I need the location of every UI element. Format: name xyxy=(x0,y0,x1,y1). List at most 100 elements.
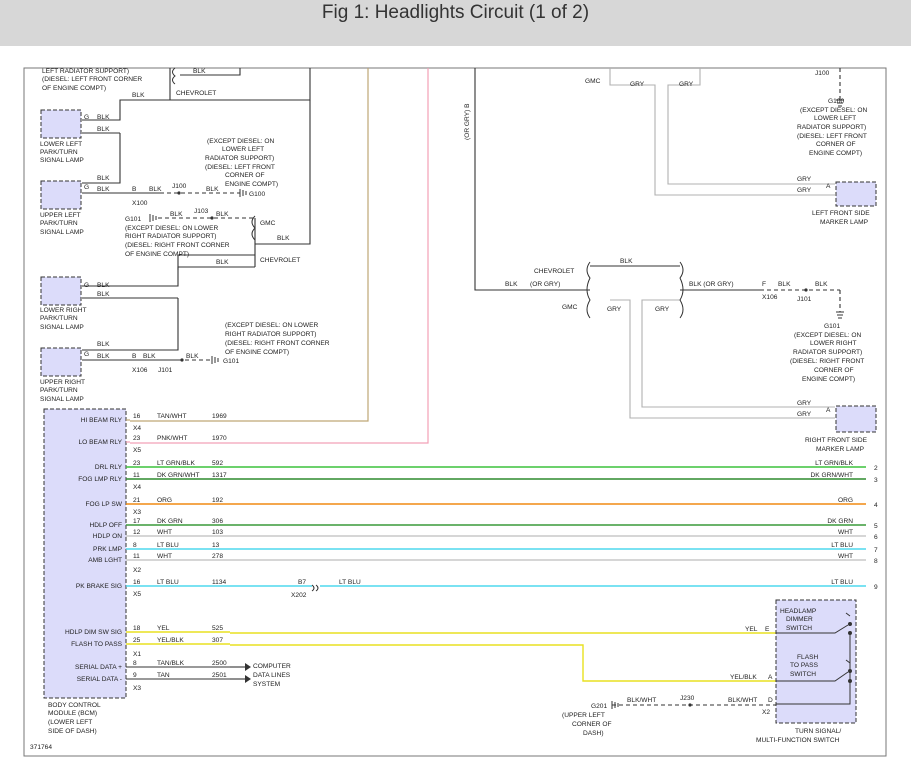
splice-label: J230 xyxy=(680,695,695,702)
ground-note: (EXCEPT DIESEL: ON xyxy=(207,138,275,145)
connector-label: X2 xyxy=(762,709,770,716)
system-label: SYSTEM xyxy=(253,681,280,688)
wire-color-label: WHT xyxy=(157,529,172,536)
wire-color-label: DK GRN/WHT xyxy=(157,472,200,479)
lower-left-lamp xyxy=(40,109,82,139)
wire-label: BLK xyxy=(193,68,206,75)
system-label: DATA LINES xyxy=(253,672,291,679)
lower-right-lamp xyxy=(40,276,82,306)
switch-name: TURN SIGNAL/ xyxy=(795,728,841,735)
pin-number: 8 xyxy=(133,542,137,549)
connector-label: X106 xyxy=(762,294,778,301)
ground-note: ENGINE COMPT) xyxy=(225,181,278,188)
circuit-number: 278 xyxy=(212,553,223,560)
upper-left-lamp xyxy=(40,180,82,210)
tan-wire xyxy=(130,68,369,422)
lamp-label: UPPER LEFT xyxy=(40,212,81,219)
splice-dot xyxy=(804,288,808,292)
bcm-pin-label: AMB LGHT xyxy=(88,557,122,564)
turn-signal-multifunction-switch xyxy=(775,599,857,724)
wire-label: BLK xyxy=(97,175,110,182)
wire-color-label: YEL/BLK xyxy=(157,637,184,644)
bcm-pin-label: DRL RLY xyxy=(95,464,123,471)
wire-dest-label: DK GRN xyxy=(827,518,853,525)
wire-color-label: TAN xyxy=(157,672,170,679)
connector-label: X4 xyxy=(133,425,141,432)
ref-number: 5 xyxy=(874,523,878,530)
circuit-number: 1317 xyxy=(212,472,227,479)
wire-label: BLK xyxy=(620,258,633,265)
switch-label: SWITCH xyxy=(790,671,816,678)
yel-blk-wire xyxy=(230,644,776,682)
wire-dest-label: DK GRN/WHT xyxy=(811,472,854,479)
connector-label: X1 xyxy=(133,651,141,658)
ground-note: (DIESEL: LEFT FRONT xyxy=(205,164,275,171)
circuit-number: 103 xyxy=(212,529,223,536)
ground-note: RADIATOR SUPPORT) xyxy=(205,155,274,162)
ground-note: RADIATOR SUPPORT) xyxy=(793,349,862,356)
diagram-frame xyxy=(23,67,887,757)
splice-dot xyxy=(688,703,692,707)
ref-number: 7 xyxy=(874,547,878,554)
pin-label: G xyxy=(84,351,89,358)
splice-label: J103 xyxy=(194,208,209,215)
wire-label: GRY xyxy=(797,400,812,407)
pin-number: 11 xyxy=(133,553,140,560)
ref-number: 9 xyxy=(874,584,878,591)
ground-note: OF ENGINE COMPT) xyxy=(225,349,289,356)
wire-label: BLK xyxy=(97,126,110,133)
ground-note: DASH) xyxy=(583,730,604,737)
wire-label: BLK xyxy=(277,235,290,242)
bcm-pin-label: SERIAL DATA - xyxy=(77,676,122,683)
ref-number: 4 xyxy=(874,502,878,509)
ground-note: ENGINE COMPT) xyxy=(809,150,862,157)
wire-color-label: ORG xyxy=(157,497,172,504)
pin-label: B xyxy=(132,353,137,360)
splice-label: J101 xyxy=(797,296,812,303)
ground-note: (DIESEL: RIGHT FRONT xyxy=(790,358,864,365)
wire-label: BLK xyxy=(132,92,145,99)
ref-number: 8 xyxy=(874,558,878,565)
wire-label: YEL/BLK xyxy=(730,674,757,681)
splice-dot xyxy=(180,358,184,362)
splice-dot xyxy=(210,216,214,220)
ref-number: 6 xyxy=(874,534,878,541)
ground-label: G101 xyxy=(125,216,141,223)
wire-label: BLK xyxy=(505,281,518,288)
pin-number: 16 xyxy=(133,413,141,420)
ground-note: LOWER LEFT xyxy=(222,146,264,153)
wire-label: GRY xyxy=(797,187,812,194)
wire-color-label: LT BLU xyxy=(157,542,179,549)
bcm-pin-label: HDLP OFF xyxy=(90,522,123,529)
connector-label: X202 xyxy=(291,592,307,599)
wire-color-label: DK GRN xyxy=(157,518,183,525)
bcm-label: SIDE OF DASH) xyxy=(48,728,97,735)
ground-note: RIGHT RADIATOR SUPPORT) xyxy=(125,233,216,240)
arrow-head xyxy=(245,663,251,671)
inline-connector xyxy=(311,584,319,592)
bcm-pin-label: HDLP ON xyxy=(93,533,122,540)
pin-number: 17 xyxy=(133,518,141,525)
pin-label: G xyxy=(84,282,89,289)
ground-label: G201 xyxy=(591,703,607,710)
ground-note: (DIESEL: LEFT FRONT xyxy=(797,133,867,140)
bcm-pin-label: FLASH TO PASS xyxy=(71,641,123,648)
pin-number: 25 xyxy=(133,637,141,644)
circuit-number: 192 xyxy=(212,497,223,504)
ground-note: (EXCEPT DIESEL: ON xyxy=(794,332,862,339)
lamp-label: LEFT FRONT SIDE xyxy=(812,210,870,217)
wire-label: BLK/WHT xyxy=(627,697,656,704)
wire-label: GRY xyxy=(679,81,694,88)
left-front-side-marker-lamp xyxy=(835,181,877,207)
wire-label: BLK xyxy=(815,281,828,288)
pin-number: 23 xyxy=(133,460,141,467)
ref-number: 3 xyxy=(874,477,878,484)
ref-number: 2 xyxy=(874,465,878,472)
ground-note: OF ENGINE COMPT) xyxy=(125,251,189,258)
switch-label: DIMMER xyxy=(786,616,813,623)
splice-label: J100 xyxy=(172,183,187,190)
circuit-number: 1970 xyxy=(212,435,227,442)
ground-note: RIGHT RADIATOR SUPPORT) xyxy=(225,331,316,338)
